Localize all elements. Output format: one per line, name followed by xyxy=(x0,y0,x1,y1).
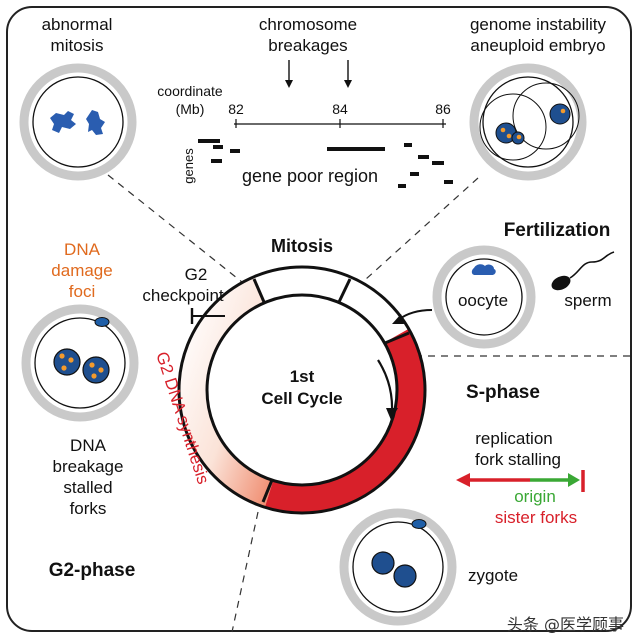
abnormal-mitosis-line2: mitosis xyxy=(51,36,104,55)
coordinate-unit: (Mb) xyxy=(176,101,205,117)
coordinate-axis xyxy=(234,119,446,128)
coordinate-tick-82: 82 xyxy=(228,101,244,117)
sperm-label: sperm xyxy=(564,291,611,310)
s-phase-arc xyxy=(264,329,425,513)
gene-poor-region-label: gene poor region xyxy=(242,166,378,186)
dna-breakage-line3: stalled xyxy=(63,478,112,497)
s-phase-label: S-phase xyxy=(466,382,540,403)
coordinate-label: coordinate xyxy=(157,83,223,99)
g2-synthesis-arc xyxy=(178,276,274,508)
replication-line2: fork stalling xyxy=(475,450,561,469)
dna-damage-line2: damage xyxy=(51,261,112,280)
zygote-cell xyxy=(339,508,457,626)
dna-breakage-line4: forks xyxy=(70,499,107,518)
gene-bars xyxy=(198,139,453,188)
cell-cycle-ring xyxy=(177,265,433,515)
sperm-illustration xyxy=(551,251,615,291)
coordinate-tick-84: 84 xyxy=(332,101,348,117)
genome-instability-line1: genome instability xyxy=(470,15,607,34)
genes-axis-label: genes xyxy=(181,148,196,184)
origin-label: origin xyxy=(514,487,556,506)
sister-forks-label: sister forks xyxy=(495,508,577,527)
mitosis-label: Mitosis xyxy=(271,236,333,256)
chromosome-breakages-line1: chromosome xyxy=(259,15,357,34)
oocyte-label: oocyte xyxy=(458,291,508,310)
center-label-2: Cell Cycle xyxy=(261,389,342,408)
g2-phase-label: G2-phase xyxy=(49,560,136,581)
divider-lines xyxy=(107,174,632,633)
watermark-text: 头条 @医学顾事 xyxy=(507,615,624,634)
fertilization-label: Fertilization xyxy=(504,220,611,241)
coordinate-tick-86: 86 xyxy=(435,101,451,117)
genome-instability-line2: aneuploid embryo xyxy=(470,36,605,55)
abnormal-mitosis-line1: abnormal xyxy=(42,15,113,34)
g2-checkpoint-line2: checkpoint xyxy=(142,286,224,305)
dna-breakage-line2: breakage xyxy=(53,457,124,476)
chromosome-breakages-line2: breakages xyxy=(268,36,347,55)
abnormal-mitosis-cell xyxy=(19,63,137,181)
breakage-arrows xyxy=(285,60,352,88)
aneuploid-embryo-cell xyxy=(469,63,587,181)
replication-fork-diagram xyxy=(456,470,585,492)
dna-breakage-line1: DNA xyxy=(70,436,107,455)
zygote-label: zygote xyxy=(468,566,518,585)
dna-damage-line3: foci xyxy=(69,282,95,301)
diagram-frame xyxy=(6,6,632,632)
center-label-1: 1st xyxy=(290,367,315,386)
g2-cell-illustration xyxy=(21,304,139,422)
replication-line1: replication xyxy=(475,429,553,448)
dna-damage-line1: DNA xyxy=(64,240,101,259)
oocyte-cell xyxy=(432,245,536,349)
g2-checkpoint-line1: G2 xyxy=(185,265,208,284)
